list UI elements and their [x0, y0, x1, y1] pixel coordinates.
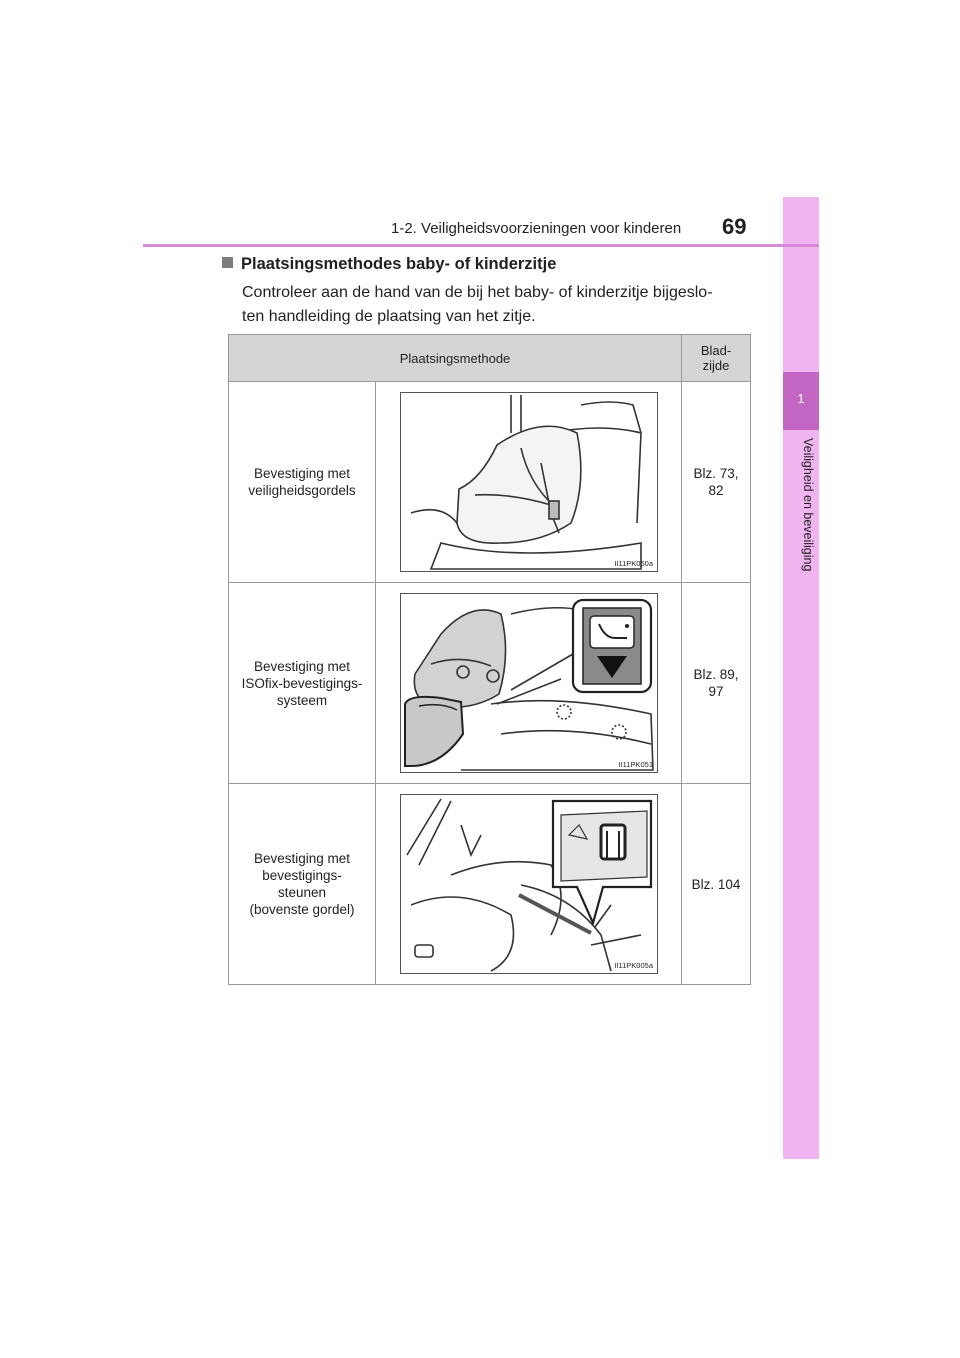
method-line: (bovenste gordel)	[249, 902, 355, 917]
running-header: 1-2. Veiligheidsvoorzieningen voor kinde…	[391, 220, 682, 237]
method-line: Bevestiging met	[253, 658, 351, 674]
illustration-cell: II11PK005a	[375, 783, 682, 985]
method-line: bevestigings-	[262, 868, 342, 883]
header-rule	[143, 244, 819, 247]
chapter-number: 1	[797, 391, 805, 406]
image-code: II11PK050a	[614, 559, 653, 568]
method-cell: Bevestiging met ISOfix-bevestigings- sys…	[228, 582, 376, 784]
methods-table: Plaatsingsmethode Blad-zijde Bevestiging…	[228, 334, 751, 985]
page-cell: Blz. 89, 97	[681, 582, 751, 784]
page-line: Blz. 104	[691, 876, 741, 892]
method-line: Bevestiging met	[253, 851, 351, 866]
table-row: Bevestiging met bevestigings- steunen (b…	[228, 783, 751, 985]
illustration-cell: II11PK051	[375, 582, 682, 784]
chapter-number-box	[783, 372, 819, 430]
method-cell: Bevestiging met bevestigings- steunen (b…	[228, 783, 376, 985]
table-row: Bevestiging met ISOfix-bevestigings- sys…	[228, 582, 751, 784]
table-header-row: Plaatsingsmethode Blad-zijde	[228, 334, 751, 382]
method-cell: Bevestiging met veiligheidsgordels	[228, 381, 376, 583]
method-line: Bevestiging met	[253, 466, 351, 481]
isofix-child-seat-illustration: II11PK051	[400, 593, 658, 773]
chapter-label: Veiligheid en beveiliging	[801, 438, 815, 572]
section-heading-text: Plaatsingsmethodes baby- of kinderzitje	[241, 255, 557, 273]
page-line: 97	[708, 684, 724, 699]
method-line: steunen	[277, 885, 327, 900]
intro-text: Controleer aan de hand van de bij het ba…	[242, 284, 713, 325]
image-code: II11PK005a	[614, 961, 653, 970]
page-line: 82	[708, 483, 724, 498]
method-line: veiligheidsgordels	[248, 483, 356, 498]
method-line: systeem	[276, 692, 328, 708]
seatbelt-child-seat-illustration: II11PK050a	[400, 392, 658, 572]
header-page: Blad-zijde	[681, 334, 751, 382]
page-cell: Blz. 73, 82	[681, 381, 751, 583]
image-code: II11PK051	[618, 760, 653, 769]
page-cell: Blz. 104	[681, 783, 751, 985]
page-line: Blz. 89,	[693, 667, 739, 682]
top-tether-illustration: II11PK005a	[400, 794, 658, 974]
square-bullet-icon	[222, 257, 233, 268]
header-method: Plaatsingsmethode	[228, 334, 682, 382]
illustration-cell: II11PK050a	[375, 381, 682, 583]
chapter-side-tab	[783, 197, 819, 1159]
method-line: ISOfix-bevestigings-	[241, 675, 363, 691]
page-number: 69	[722, 214, 747, 239]
section-heading: Plaatsingsmethodes baby- of kinderzitje	[222, 255, 556, 274]
table-row: Bevestiging met veiligheidsgordels	[228, 381, 751, 583]
page-line: Blz. 73,	[693, 466, 739, 481]
